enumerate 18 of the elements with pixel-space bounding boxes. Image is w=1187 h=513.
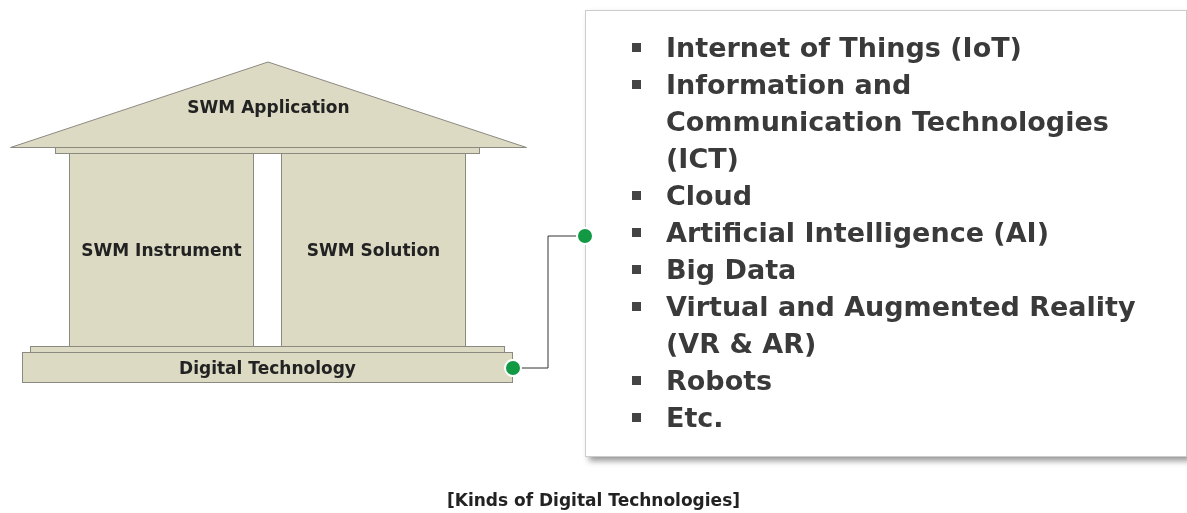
connector-line (504, 227, 594, 377)
block-label: Digital Technology (179, 357, 356, 378)
column-block (69, 153, 254, 347)
list-item: Big Data (666, 254, 797, 285)
list-item: Artificial Intelligence (AI) (666, 217, 1049, 248)
column-block (281, 153, 466, 347)
list-item: Internet of Things (IoT) (666, 32, 1022, 63)
block-label: SWM Solution (306, 240, 441, 260)
figure-caption: [Kinds of Digital Technologies] (445, 490, 742, 510)
list-panel (585, 10, 1187, 457)
list-item: Virtual and Augmented Reality (VR & AR) (666, 291, 1136, 359)
roof-label: SWM Application (186, 97, 351, 117)
list-item: Cloud (666, 180, 753, 211)
list-item: Robots (666, 365, 773, 396)
list-item: Information and Communication Technologies (ICT) (666, 69, 1109, 174)
block-label: SWM Instrument (81, 240, 242, 260)
list-item: Etc. (666, 402, 724, 433)
base-block (22, 352, 513, 383)
